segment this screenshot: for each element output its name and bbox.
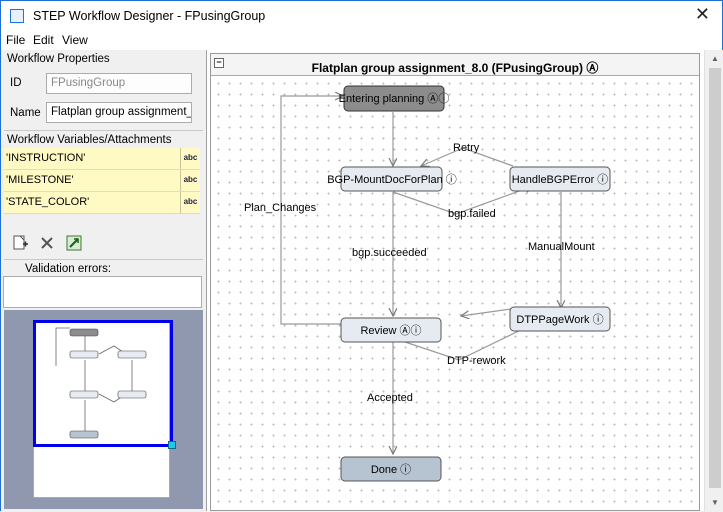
text-type-icon: abc — [180, 192, 200, 213]
svg-text:Review Ⓐⓘ: Review Ⓐⓘ — [360, 324, 421, 337]
scroll-down-icon[interactable]: ▼ — [711, 498, 719, 507]
workflow-canvas[interactable]: Flatplan group assignment_8.0 (FPusingGr… — [210, 53, 700, 511]
id-label: ID — [10, 77, 22, 89]
validation-errors-label: Validation errors: — [25, 263, 112, 275]
edge-dtp-rework — [392, 324, 533, 361]
workflow-canvas-area[interactable]: Flatplan group assignment_8.0 (FPusingGr… — [206, 50, 723, 511]
edge-label-dtp-rework: DTP-rework — [447, 355, 506, 367]
variable-name: 'MILESTONE' — [6, 174, 74, 186]
name-label: Name — [10, 107, 41, 119]
edge-dtp-return — [461, 308, 512, 316]
divider — [4, 130, 203, 131]
app-icon — [10, 9, 24, 23]
edge-label-accepted: Accepted — [367, 392, 413, 404]
node-handle-bgp-error[interactable]: HandleBGPError ⓘ — [509, 166, 611, 192]
edge-retry — [421, 147, 514, 166]
svg-text:HandleBGPError ⓘ: HandleBGPError ⓘ — [512, 173, 609, 186]
window-title: STEP Workflow Designer - FPusingGroup — [33, 9, 266, 23]
variable-name: 'INSTRUCTION' — [6, 152, 86, 164]
edge-label-bgp-failed: bgp.failed — [448, 208, 496, 220]
delete-variable-icon[interactable] — [38, 234, 56, 252]
node-bgp-mount[interactable]: BGP-MountDocForPlan ⓘ — [327, 166, 457, 192]
left-panel: Workflow Properties ID FPusingGroup Name… — [0, 50, 205, 511]
add-variable-icon[interactable] — [11, 234, 29, 252]
menu-edit[interactable]: Edit — [33, 33, 54, 47]
edge-label-plan-changes: Plan_Changes — [244, 202, 317, 214]
workflow-variables-header: Workflow Variables/Attachments — [7, 134, 172, 146]
variables-table: 'INSTRUCTION' abc 'MILESTONE' abc 'STATE… — [4, 148, 200, 214]
node-done[interactable]: Done ⓘ — [340, 456, 442, 482]
edge-label-manual-mount: ManualMount — [528, 241, 595, 253]
vertical-scrollbar[interactable]: ▲ ▼ — [704, 50, 723, 511]
menu-file[interactable]: File — [6, 33, 26, 47]
overview-diagram — [55, 327, 147, 439]
table-row[interactable]: 'STATE_COLOR' abc — [4, 192, 200, 214]
text-type-icon: abc — [180, 170, 200, 191]
title-bar: STEP Workflow Designer - FPusingGroup ✕ — [0, 0, 723, 31]
node-entering-planning[interactable]: Entering planning Ⓐⓘ — [339, 85, 450, 112]
overview-viewport[interactable] — [33, 320, 173, 447]
close-icon[interactable]: ✕ — [694, 4, 710, 24]
overview-panel[interactable] — [4, 310, 203, 509]
overview-resize-handle[interactable] — [168, 441, 176, 449]
text-type-icon: abc — [180, 148, 200, 169]
menu-bar: File Edit View — [0, 31, 723, 50]
svg-text:DTPPageWork ⓘ: DTPPageWork ⓘ — [516, 313, 603, 326]
validation-errors-box — [3, 276, 202, 308]
edge-bgp-failed — [392, 186, 533, 215]
collapse-icon[interactable]: − — [214, 58, 224, 68]
edit-variable-icon[interactable] — [65, 234, 83, 252]
svg-text:Entering planning Ⓐⓘ: Entering planning Ⓐⓘ — [339, 92, 450, 105]
node-dtp-page-work[interactable]: DTPPageWork ⓘ — [509, 306, 611, 332]
edge-label-retry: Retry — [453, 142, 480, 154]
variable-name: 'STATE_COLOR' — [6, 196, 90, 208]
edge-label-bgp-succeeded: bgp.succeeded — [352, 247, 427, 259]
workflow-properties-header: Workflow Properties — [7, 53, 110, 65]
node-review[interactable]: Review Ⓐⓘ — [340, 317, 442, 343]
workflow-diagram: Retry Plan_Changes bgp.failed bgp.succee… — [244, 85, 611, 482]
table-row[interactable]: 'MILESTONE' abc — [4, 170, 200, 192]
table-row[interactable]: 'INSTRUCTION' abc — [4, 148, 200, 170]
id-field[interactable]: FPusingGroup — [46, 73, 192, 94]
svg-text:Done ⓘ: Done ⓘ — [371, 463, 411, 476]
scroll-up-icon[interactable]: ▲ — [711, 54, 719, 63]
divider — [4, 259, 203, 260]
menu-view[interactable]: View — [62, 33, 88, 47]
svg-text:BGP-MountDocForPlan ⓘ: BGP-MountDocForPlan ⓘ — [327, 173, 457, 186]
scroll-thumb[interactable] — [709, 68, 721, 488]
workflow-title: Flatplan group assignment_8.0 (FPusingGr… — [211, 54, 699, 76]
name-field[interactable]: Flatplan group assignment_8 — [46, 102, 192, 123]
edge-plan-changes — [280, 96, 343, 325]
